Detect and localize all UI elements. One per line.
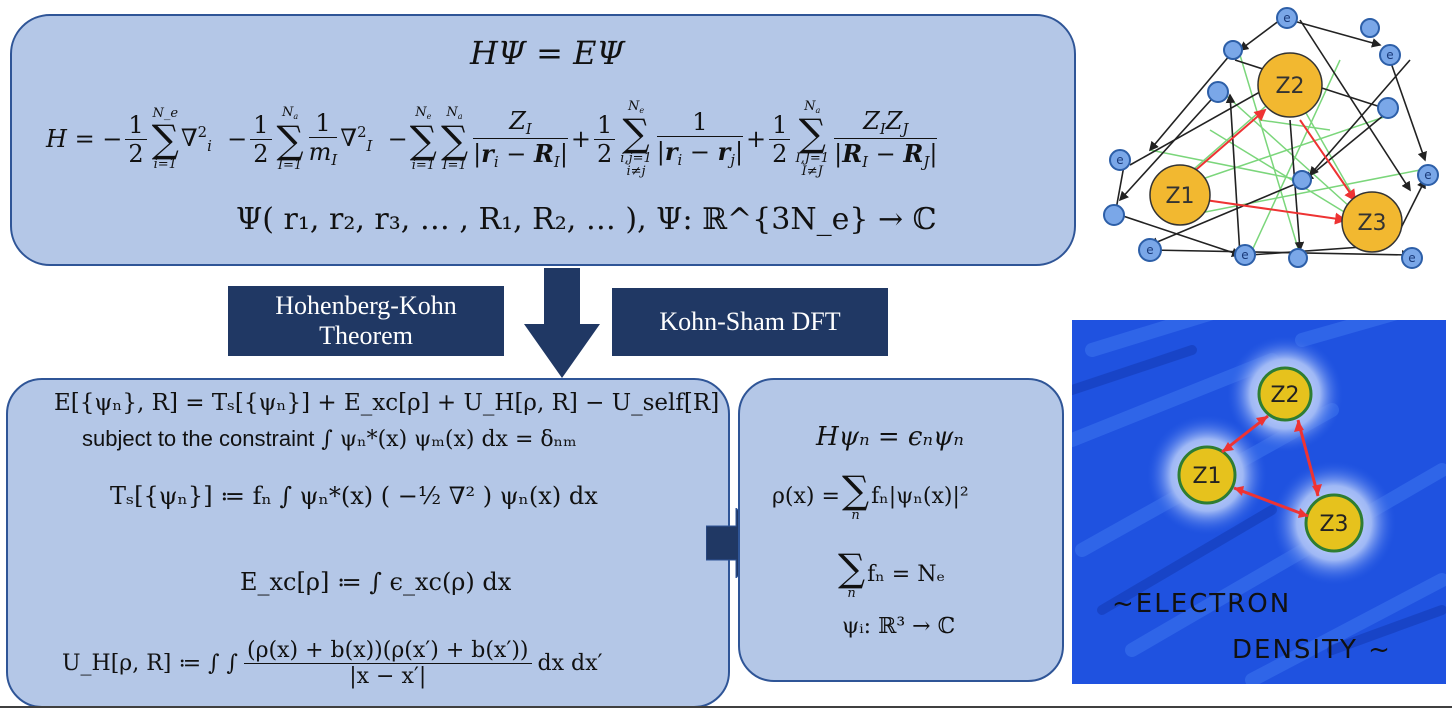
norm-body: fₙ = Nₑ: [867, 561, 945, 587]
nucleus-z2: [1257, 52, 1323, 118]
electron-density-illustration: Z2 Z1 Z3 ~ELECTRON DENSITY ~: [1072, 320, 1446, 684]
density-body: fₙ|ψₙ(x)|²: [871, 483, 969, 509]
kohn-sham-equation: Hψₙ = ϵₙψₙ: [816, 422, 964, 452]
orbital-mapping: ψᵢ: ℝ³ → ℂ: [842, 614, 956, 639]
density-sum-index: n: [851, 507, 860, 523]
density-label-z1: Z1: [1192, 464, 1221, 489]
constraint-line: subject to the constraint ∫ ψₙ*(x) ψₘ(x)…: [82, 426, 577, 452]
wavefunction-definition: Ψ( r₁, r₂, r₃, … , R₁, R₂, … ), Ψ: ℝ^{3N…: [236, 202, 937, 237]
hartree-lhs: U_H[ρ, R] ≔ ∫ ∫: [62, 650, 239, 676]
density-caption-line1: ~ELECTRON: [1112, 589, 1291, 619]
energy-functional: E[{ψₙ}, R] = Tₛ[{ψₙ}] + E_xc[ρ] + U_H[ρ,…: [54, 390, 720, 416]
density-lhs: ρ(x) =: [772, 483, 840, 509]
kinetic-energy: Tₛ[{ψₙ}] ≔ fₙ ∫ ψₙ*(x) ( −½ ∇² ) ψₙ(x) d…: [110, 482, 598, 510]
electron-label: e: [1386, 48, 1393, 62]
kohn-sham-box: [738, 378, 1064, 682]
density-label-z3: Z3: [1319, 512, 1348, 537]
norm-sum-index: n: [847, 585, 856, 601]
energy-functional-box: [6, 378, 730, 708]
density-caption-line2: DENSITY ~: [1232, 635, 1392, 665]
down-arrow-icon: [524, 268, 600, 378]
kohn-sham-label: Kohn-Sham DFT: [612, 288, 888, 356]
schrodinger-equation: HΨ = EΨ: [470, 34, 625, 72]
nucleus-z1: [1149, 164, 1211, 226]
density-nucleus-z1: [1177, 445, 1237, 505]
electron-label: e: [1424, 168, 1431, 182]
hartree-numerator: (ρ(x) + b(x))(ρ(x′) + b(x′)): [244, 638, 532, 664]
hartree-denominator: |x − x′|: [349, 663, 427, 689]
electron-label: e: [1116, 153, 1123, 167]
nucleus-label-z2: Z2: [1275, 74, 1304, 99]
hamiltonian-box: [10, 14, 1076, 266]
electron-label: e: [1146, 243, 1153, 257]
nucleus-z3: [1341, 191, 1403, 253]
density-nucleus-z3: [1304, 493, 1364, 553]
nucleus-label-z1: Z1: [1165, 184, 1194, 209]
xc-energy: E_xc[ρ] ≔ ∫ ϵ_xc(ρ) dx: [240, 568, 512, 596]
electron-label: e: [1283, 11, 1290, 25]
density-label-z2: Z2: [1270, 383, 1299, 408]
electron-label: e: [1408, 251, 1415, 265]
normalization-equation: ∑n fₙ = Nₑ: [838, 545, 945, 601]
density-equation: ρ(x) = ∑n fₙ|ψₙ(x)|²: [772, 467, 969, 523]
hohenberg-kohn-label: Hohenberg-Kohn Theorem: [228, 286, 504, 356]
nucleus-label-z3: Z3: [1357, 211, 1386, 236]
bottom-rule: [0, 706, 1452, 708]
many-body-illustration: Z2 Z1 Z3 e e e e e e e: [1103, 7, 1439, 269]
constraint-equation: ∫ ψₙ*(x) ψₘ(x) dx = δₙₘ: [321, 427, 577, 452]
constraint-text: subject to the constraint: [82, 426, 315, 451]
density-nucleus-z2: [1257, 366, 1313, 422]
electron-label: e: [1241, 248, 1248, 262]
hartree-differentials: dx dx′: [537, 650, 603, 676]
hartree-energy: U_H[ρ, R] ≔ ∫ ∫ (ρ(x) + b(x))(ρ(x′) + b(…: [62, 628, 602, 698]
